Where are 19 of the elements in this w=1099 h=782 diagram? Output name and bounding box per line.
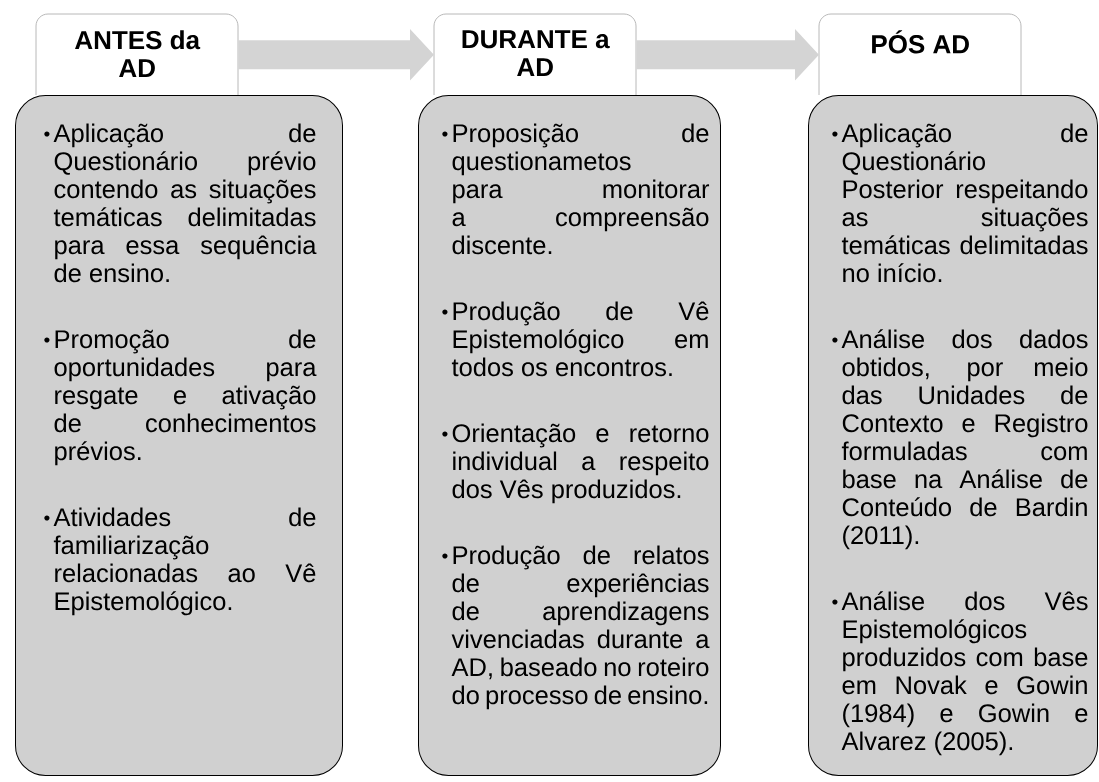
list-item: Atividades de familiarização relacionadas ao Vê Epistemológico. (53, 507, 316, 616)
list-item: Aplicação de Questionário Posterior respeitando as situações temáticas delimitadas no início. (841, 123, 1088, 283)
list-item: Proposição de questionametos para monitorar a compreensão discente. (452, 123, 710, 255)
list-item: Promoção de oportunidades para resgate e ativação de conhecimentos prévios. (54, 329, 317, 466)
content-panel (418, 95, 721, 776)
header-box (433, 13, 637, 96)
header-title: PÓS AD (872, 30, 969, 54)
list-item: Produção de relatos de experiências de aprendizagens vivenciadas durante a AD, baseado no roteiro do processo de ensino. (451, 545, 710, 710)
content-panel (808, 95, 1098, 776)
list-item: Produção de Vê Epistemológico em todos os encontros. (451, 301, 709, 377)
header-title: DURANTE a AD (462, 30, 610, 77)
header-box (818, 13, 1022, 96)
content-panel (15, 95, 343, 776)
header-box (35, 13, 239, 96)
header-title: ANTES da AD (75, 30, 201, 78)
list-item: Aplicação de Questionário prévio contendo as situações temáticas delimitadas para essa sequência de ensino. (53, 123, 317, 283)
list-item: Análise dos Vês Epistemológicos produzidos com base em Novak e Gowin (1984) e Gowin e Alvarez (2005). (841, 591, 1088, 756)
list-item: Análise dos dados obtidos, por meio das Unidades de Contexto e Registro formuladas com base na Análise de Conteúdo de Bardin (2011). (841, 329, 1088, 550)
list-item: Orientação e retorno individual a respeito dos Vês produzidos. (452, 423, 709, 504)
